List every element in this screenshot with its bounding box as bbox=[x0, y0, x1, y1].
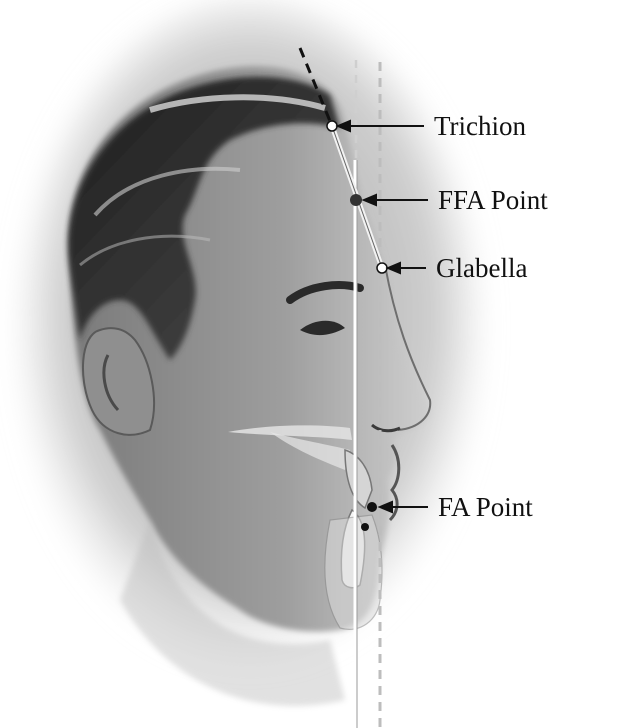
ffa-point-label: FFA Point bbox=[438, 185, 548, 215]
trichion-label: Trichion bbox=[434, 111, 527, 141]
fa-point-marker bbox=[367, 502, 377, 512]
fa-point-lower-marker bbox=[361, 523, 369, 531]
ffa-point-marker bbox=[350, 194, 362, 206]
mandible-symphysis bbox=[325, 515, 382, 629]
glabella-label: Glabella bbox=[436, 253, 527, 283]
fa-point-label: FA Point bbox=[438, 492, 533, 522]
